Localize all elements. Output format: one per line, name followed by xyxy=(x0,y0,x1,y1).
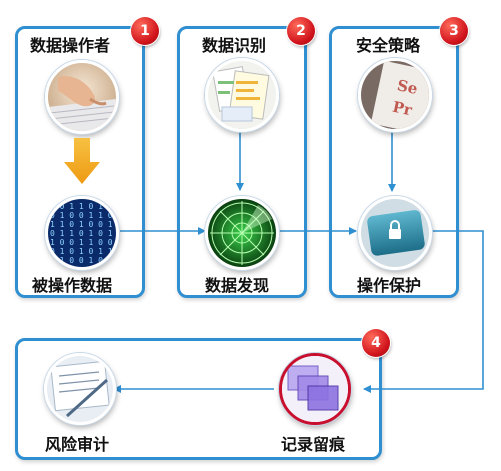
svg-text:1 0 1 1 0 1 0: 1 0 1 1 0 1 0 xyxy=(50,202,113,211)
section2-title: 数据识别 xyxy=(202,36,267,55)
badge-step-2: 2 xyxy=(287,17,315,45)
badge-step-1: 1 xyxy=(131,17,159,45)
policy-image: Se Pr xyxy=(358,58,432,132)
arrow-key-to-records xyxy=(363,230,484,393)
svg-text:0 1 0 0 1 1 0: 0 1 0 0 1 1 0 xyxy=(50,211,113,220)
documents-icon xyxy=(208,61,276,129)
audit-image xyxy=(44,353,116,425)
badge-step-3: 3 xyxy=(440,17,468,45)
svg-text:1 1 0 0 1 0 1: 1 1 0 0 1 0 1 xyxy=(50,256,113,265)
binary-data-icon: 1 0 1 1 0 1 0 0 1 0 0 1 1 0 1 1 0 1 0 0 … xyxy=(48,199,116,267)
down-arrow-icon xyxy=(64,138,100,184)
section2-bottom-label: 数据发现 xyxy=(205,276,270,295)
lock-key-icon xyxy=(361,199,429,267)
radar-image xyxy=(205,196,279,270)
svg-text:0 1 0 1 0 1 1: 0 1 0 1 0 1 1 xyxy=(50,247,113,256)
svg-text:1 1 0 1 0 0 1: 1 1 0 1 0 0 1 xyxy=(50,220,113,229)
badge-step-4: 4 xyxy=(362,329,390,357)
stacked-records-icon xyxy=(282,356,348,422)
svg-text:1 0 0 1 1 0 0: 1 0 0 1 1 0 0 xyxy=(50,238,113,247)
documents-image xyxy=(205,58,279,132)
section1-title: 数据操作者 xyxy=(30,36,111,55)
audit-label: 风险审计 xyxy=(45,435,110,454)
audit-report-icon xyxy=(47,356,113,422)
operator-image xyxy=(45,60,119,134)
svg-text:Pr: Pr xyxy=(391,98,415,120)
hand-on-keyboard-icon xyxy=(48,63,116,131)
section3-title: 安全策略 xyxy=(356,36,421,55)
radar-icon xyxy=(208,199,276,267)
svg-text:Se: Se xyxy=(396,76,420,98)
records-image xyxy=(279,353,351,425)
section3-bottom-label: 操作保护 xyxy=(357,276,422,295)
lock-key-image xyxy=(358,196,432,270)
operated-data-image: 1 0 1 1 0 1 0 0 1 0 0 1 1 0 1 1 0 1 0 0 … xyxy=(45,196,119,270)
security-policy-paper-icon: Se Pr xyxy=(361,61,429,129)
section1-bottom-label: 被操作数据 xyxy=(32,276,113,295)
svg-text:0 1 1 0 1 0 1: 0 1 1 0 1 0 1 xyxy=(50,229,113,238)
records-label: 记录留痕 xyxy=(281,435,346,454)
